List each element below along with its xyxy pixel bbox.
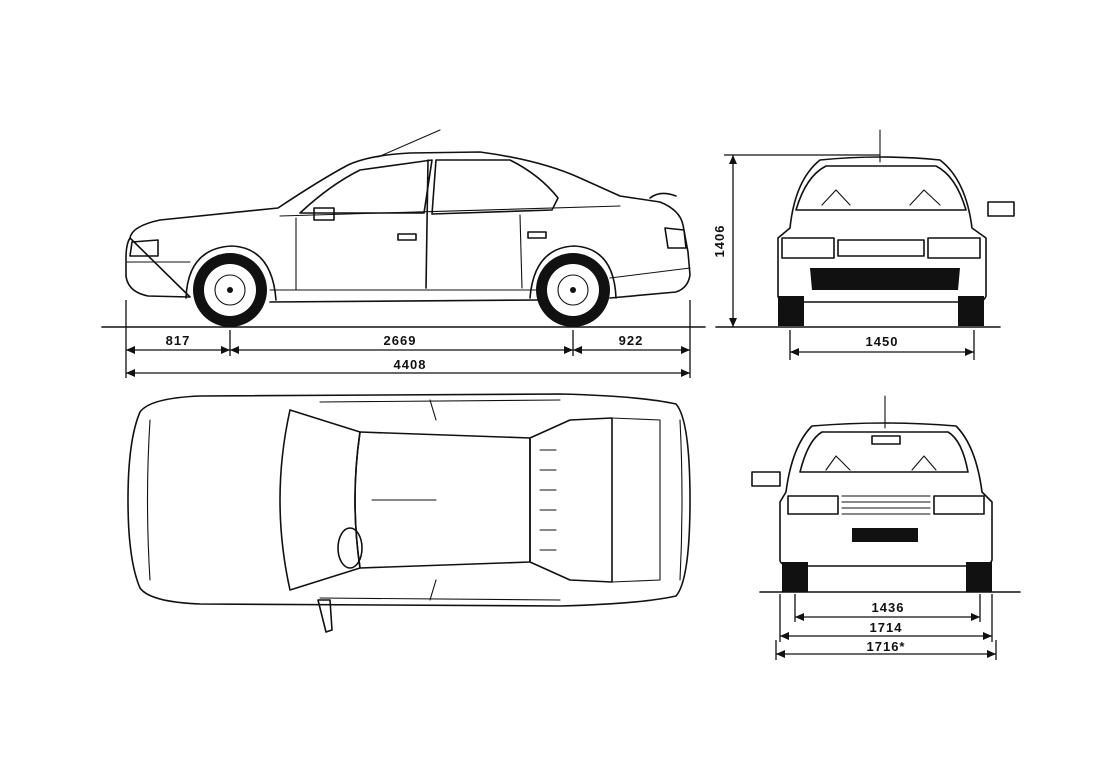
- front-track-label: 1450: [866, 334, 899, 349]
- front-left-tire: [778, 296, 804, 326]
- front-seats: [821, 189, 941, 206]
- front-bumper: [810, 268, 960, 290]
- antenna: [377, 129, 441, 158]
- front-right-headlight: [927, 237, 981, 259]
- front-wheel-arch: [185, 245, 277, 301]
- front-side-window: [299, 159, 433, 214]
- rear-bumper-line: [679, 419, 683, 581]
- rear-overhang-label: 922: [619, 333, 644, 348]
- license-plate: [852, 528, 918, 542]
- front-windshield: [795, 165, 967, 211]
- b-pillar: [425, 159, 429, 289]
- overall-length-label: 4408: [394, 357, 427, 372]
- rear-view-mirror: [751, 471, 781, 487]
- top-b-pillar-lower: [429, 579, 437, 601]
- rear-left-taillight: [787, 495, 839, 515]
- height-dimension: 1406: [712, 154, 880, 327]
- headlight: [129, 239, 159, 257]
- rear-panel: [841, 495, 931, 515]
- front-bumper-line: [146, 419, 151, 581]
- taillight: [664, 227, 687, 249]
- side-mirror: [313, 207, 335, 221]
- steering-wheel: [337, 527, 363, 569]
- rear-wheel-arch: [529, 245, 617, 299]
- roof: [354, 431, 531, 569]
- rear-view: [751, 395, 1021, 593]
- top-b-pillar-upper: [429, 399, 437, 421]
- width-label: 1714: [870, 620, 903, 635]
- rear-left-tire: [782, 562, 808, 592]
- rear-right-taillight: [933, 495, 985, 515]
- top-view: [127, 393, 691, 633]
- rear-door-handle: [527, 231, 547, 239]
- front-left-headlight: [781, 237, 835, 259]
- top-windshield: [279, 409, 361, 591]
- rear-shelf: [539, 449, 557, 551]
- width-with-mirrors-label: 1716*: [867, 639, 906, 654]
- high-brake-light: [871, 435, 901, 445]
- top-rear-window: [529, 417, 613, 583]
- top-side-windows: [319, 399, 561, 601]
- rear-right-tire: [966, 562, 992, 592]
- top-side-mirror: [317, 599, 333, 633]
- width-dimensions: 1436 1714 1716*: [775, 594, 997, 660]
- trunk-edge-top: [611, 417, 661, 421]
- front-wheel: [193, 253, 267, 327]
- rear-track-label: 1436: [872, 600, 905, 615]
- side-view: [101, 129, 706, 328]
- front-view: [715, 129, 1015, 328]
- rear-headrests: [825, 455, 937, 471]
- front-right-tire: [958, 296, 984, 326]
- top-body-outline: [127, 393, 691, 607]
- front-track-dimension: 1450: [789, 330, 975, 360]
- front-grille: [837, 239, 925, 257]
- rear-side-window: [431, 159, 559, 215]
- beltline: [279, 205, 621, 217]
- rear-wheel: [536, 253, 610, 327]
- height-label: 1406: [712, 225, 727, 258]
- trunk-edge-bottom: [611, 579, 661, 583]
- side-sill-lines: [125, 261, 691, 291]
- rear-window: [799, 431, 969, 473]
- side-body-outline: [125, 151, 691, 303]
- front-overhang-label: 817: [166, 333, 191, 348]
- length-dimensions: 817 2669 922 4408: [125, 300, 691, 378]
- rear-door-edge: [519, 214, 523, 289]
- front-view-mirror: [987, 201, 1015, 217]
- wheelbase-label: 2669: [384, 333, 417, 348]
- front-door-handle: [397, 233, 417, 241]
- rear-spoiler: [649, 192, 677, 199]
